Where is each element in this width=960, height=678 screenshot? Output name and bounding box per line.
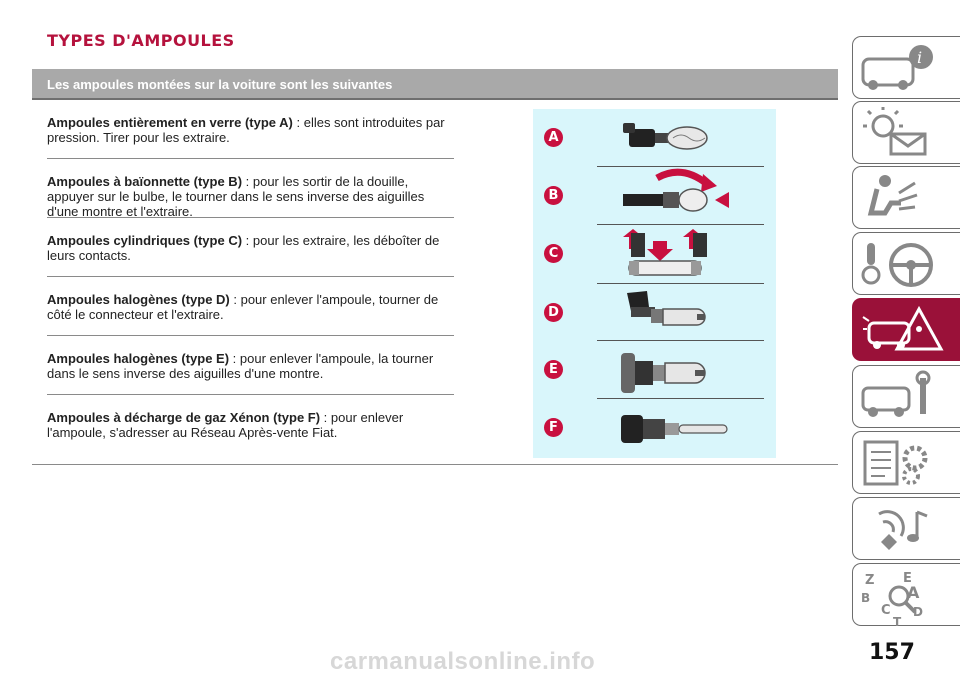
- bulb-type-label: Ampoules à décharge de gaz Xénon (type F…: [47, 410, 321, 425]
- tab-maintenance[interactable]: [852, 365, 960, 428]
- bulb-type-text: : pour enlever l'ampoule, la tourner dan…: [47, 351, 434, 381]
- svg-text:T: T: [893, 615, 902, 628]
- steering-start-icon: [861, 243, 933, 287]
- technical-data-gear-icon: [863, 440, 928, 486]
- bulb-type-a-icon: [623, 123, 708, 150]
- bulb-type-b-entry: Ampoules à baïonnette (type B) : pour le…: [47, 174, 454, 219]
- bulb-type-a-entry: Ampoules entièrement en verre (type A) :…: [47, 115, 454, 159]
- figure-divider: [597, 398, 764, 399]
- badge-c: C: [544, 244, 563, 263]
- tab-starting-driving[interactable]: [852, 232, 960, 295]
- tab-index[interactable]: Z E B C D A T: [852, 563, 960, 628]
- bulb-type-d-entry: Ampoules halogènes (type D) : pour enlev…: [47, 292, 454, 336]
- bulb-type-label: Ampoules halogènes (type D): [47, 292, 230, 307]
- bulb-type-label: Ampoules entièrement en verre (type A): [47, 115, 293, 130]
- bulb-types-list: Ampoules entièrement en verre (type A) :…: [47, 115, 454, 468]
- warning-lights-mail-icon: [863, 107, 927, 156]
- svg-text:E: E: [903, 571, 912, 586]
- bulb-type-c-entry: Ampoules cylindriques (type C) : pour le…: [47, 233, 454, 277]
- bulb-type-d-icon: [627, 291, 706, 326]
- bulb-type-e-icon: [621, 353, 706, 393]
- figure-divider: [597, 340, 764, 341]
- section-heading-band: Les ampoules montées sur la voiture sont…: [32, 69, 838, 100]
- bulb-type-text: : pour les extraire, les déboîter de leu…: [47, 233, 440, 263]
- seat-safety-icon: [867, 175, 918, 216]
- page-number: 157: [869, 640, 915, 665]
- bulb-types-figure: A B C D E: [533, 109, 776, 458]
- bulb-type-text: : elles sont introduites par pression. T…: [47, 115, 445, 145]
- tab-emergency[interactable]: [852, 298, 960, 361]
- figure-divider: [597, 283, 764, 284]
- bulb-type-text: : pour enlever l'ampoule, tourner de côt…: [47, 292, 439, 322]
- svg-text:i: i: [917, 48, 922, 67]
- badge-a: A: [544, 128, 563, 147]
- bulb-type-f-icon: [621, 415, 728, 443]
- svg-text:Z: Z: [865, 573, 874, 588]
- maintenance-wrench-icon: [861, 370, 931, 417]
- badge-d: D: [544, 303, 563, 322]
- multimedia-note-icon: [878, 510, 928, 550]
- bulb-type-f-entry: Ampoules à décharge de gaz Xénon (type F…: [47, 410, 454, 453]
- index-letters-icon: Z E B C D A T: [861, 571, 923, 628]
- figure-divider: [597, 166, 764, 167]
- bulb-type-label: Ampoules à baïonnette (type B): [47, 174, 243, 189]
- dashboard-info-icon: i: [861, 45, 933, 90]
- tab-warning-lights[interactable]: [852, 101, 960, 164]
- bulb-type-c-icon: [623, 229, 707, 276]
- figure-divider: [597, 224, 764, 225]
- page-title: TYPES D'AMPOULES: [47, 31, 235, 50]
- svg-text:C: C: [881, 603, 891, 618]
- emergency-car-icon: [862, 305, 944, 351]
- tab-technical-data[interactable]: [852, 431, 960, 494]
- tab-dashboard[interactable]: i: [852, 36, 960, 99]
- section-heading: Les ampoules montées sur la voiture sont…: [47, 77, 393, 92]
- bulb-type-text: : pour enlever l'ampoule, s'adresser au …: [47, 410, 404, 440]
- svg-text:D: D: [913, 605, 923, 619]
- badge-b: B: [544, 186, 563, 205]
- tab-multimedia[interactable]: [852, 497, 960, 560]
- bulb-type-b-icon: [623, 168, 729, 212]
- section-bottom-rule: [32, 464, 838, 465]
- badge-e: E: [544, 360, 563, 379]
- badge-f: F: [544, 418, 563, 437]
- bulb-type-label: Ampoules halogènes (type E): [47, 351, 230, 366]
- bulb-type-label: Ampoules cylindriques (type C): [47, 233, 243, 248]
- svg-text:B: B: [861, 591, 870, 605]
- svg-text:A: A: [907, 583, 920, 602]
- watermark-text: carmanualsonline.info: [330, 648, 596, 675]
- tab-safety[interactable]: [852, 166, 960, 229]
- bulb-type-text: : pour les sortir de la douille, appuyer…: [47, 174, 425, 219]
- bulb-type-e-entry: Ampoules halogènes (type E) : pour enlev…: [47, 351, 454, 395]
